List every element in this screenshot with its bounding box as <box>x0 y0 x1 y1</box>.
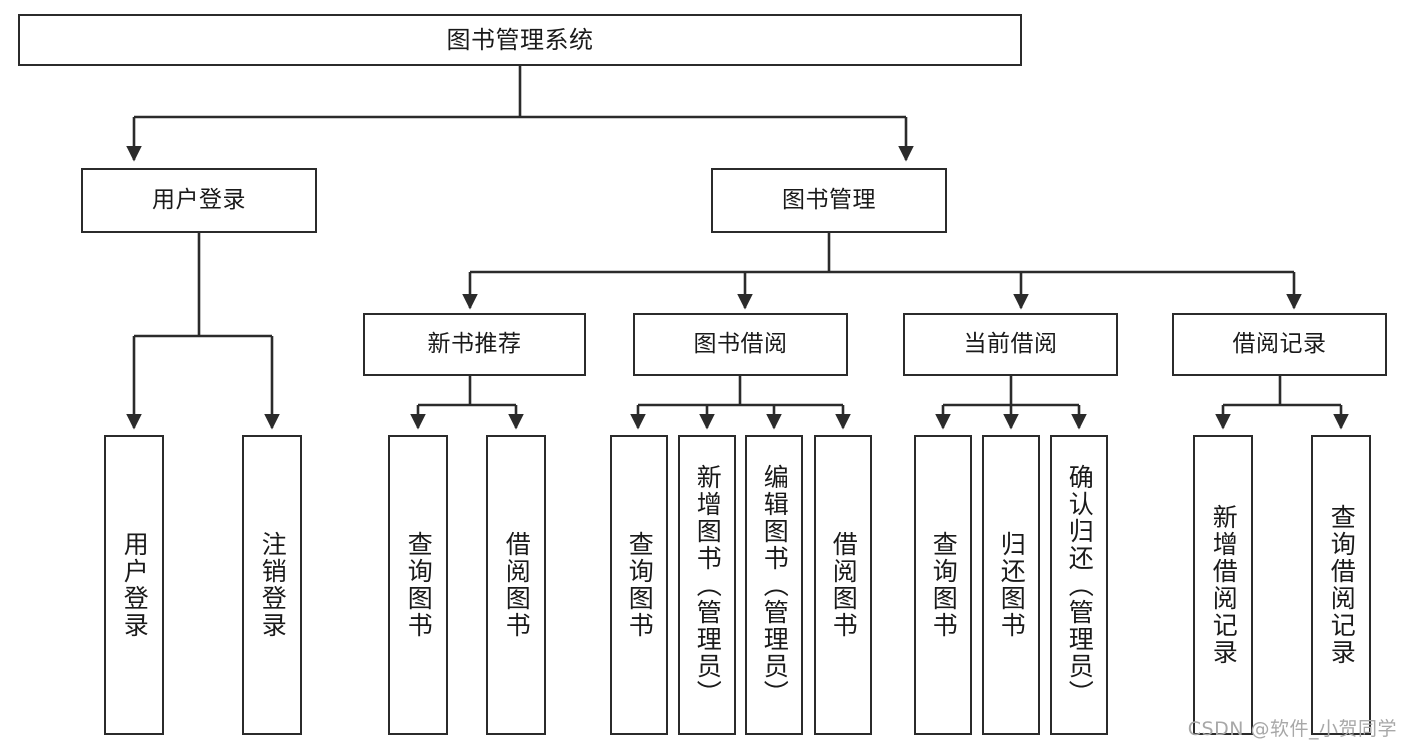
leaf-return-book[interactable]: 归还图书 <box>982 435 1040 735</box>
node-label: 借阅记录 <box>1232 330 1327 357</box>
node-label: 查询图书 <box>625 531 655 639</box>
leaf-user-login[interactable]: 用户登录 <box>104 435 164 735</box>
node-book-borrow[interactable]: 图书借阅 <box>633 313 848 376</box>
node-label: 查询图书 <box>404 531 434 639</box>
node-label: 图书借阅 <box>693 330 788 357</box>
node-label: 编辑图书（管理员） <box>760 463 790 707</box>
node-label: 当前借阅 <box>963 330 1058 357</box>
node-label: 新增图书（管理员） <box>693 463 723 707</box>
node-label: 归还图书 <box>997 531 1027 639</box>
node-label: 用户登录 <box>120 531 150 639</box>
leaf-add-record[interactable]: 新增借阅记录 <box>1193 435 1253 735</box>
leaf-borrow-book-1[interactable]: 借阅图书 <box>486 435 546 735</box>
node-current-borrow[interactable]: 当前借阅 <box>903 313 1118 376</box>
node-label: 查询图书 <box>929 531 959 639</box>
leaf-borrow-book-2[interactable]: 借阅图书 <box>814 435 872 735</box>
node-label: 借阅图书 <box>829 531 859 639</box>
node-root-system[interactable]: 图书管理系统 <box>18 14 1022 66</box>
node-book-manage[interactable]: 图书管理 <box>711 168 947 233</box>
node-label: 注销登录 <box>258 531 288 639</box>
node-label: 图书管理系统 <box>446 25 594 54</box>
node-label: 用户登录 <box>152 186 246 213</box>
leaf-user-logout[interactable]: 注销登录 <box>242 435 302 735</box>
node-label: 查询借阅记录 <box>1327 504 1357 666</box>
node-user-login[interactable]: 用户登录 <box>81 168 317 233</box>
leaf-confirm-return[interactable]: 确认归还（管理员） <box>1050 435 1108 735</box>
node-borrow-record[interactable]: 借阅记录 <box>1172 313 1387 376</box>
leaf-query-book-1[interactable]: 查询图书 <box>388 435 448 735</box>
leaf-query-record[interactable]: 查询借阅记录 <box>1311 435 1371 735</box>
node-label: 新增借阅记录 <box>1209 504 1239 666</box>
node-new-book-recommend[interactable]: 新书推荐 <box>363 313 586 376</box>
leaf-add-book[interactable]: 新增图书（管理员） <box>678 435 736 735</box>
node-label: 确认归还（管理员） <box>1065 463 1095 707</box>
leaf-edit-book[interactable]: 编辑图书（管理员） <box>745 435 803 735</box>
node-label: 新书推荐 <box>427 330 522 357</box>
csdn-watermark: CSDN @软件_小贺同学 <box>1187 718 1397 740</box>
node-label: 图书管理 <box>782 186 876 213</box>
node-label: 借阅图书 <box>502 531 532 639</box>
leaf-query-book-3[interactable]: 查询图书 <box>914 435 972 735</box>
leaf-query-book-2[interactable]: 查询图书 <box>610 435 668 735</box>
